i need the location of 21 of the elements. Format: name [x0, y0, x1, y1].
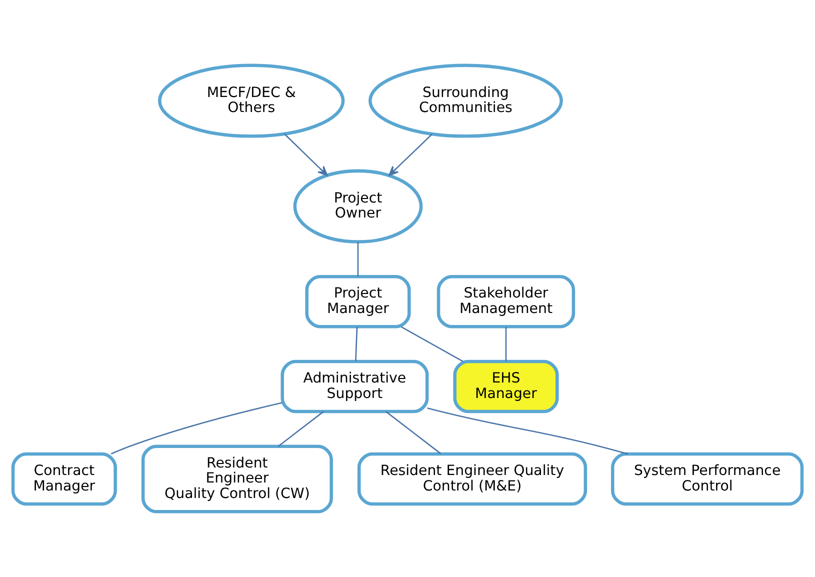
node-box: Resident Engineer Quality Control (M&E) [357, 452, 588, 506]
node-box: Resident Engineer Quality Control (CW) [141, 444, 333, 514]
node-box: System Performance Control [611, 452, 804, 506]
connector [400, 326, 464, 362]
node-ellipse: Project Owner [293, 169, 423, 244]
connector [357, 242, 359, 277]
node-ellipse: MECF/DEC & Others [158, 64, 345, 138]
connector [110, 402, 282, 454]
node-box: Stakeholder Management [436, 274, 576, 328]
node-box: Administrative Support [280, 360, 429, 414]
node-box: Project Manager [305, 274, 411, 328]
arrow [284, 134, 328, 176]
arrow [388, 134, 433, 176]
node-box: EHS Manager [453, 360, 559, 414]
connector [505, 327, 507, 362]
connector [278, 411, 324, 447]
node-box: Contract Manager [11, 452, 117, 506]
connector [386, 411, 442, 454]
connector [355, 327, 358, 362]
connector [427, 408, 628, 455]
node-ellipse: Surrounding Communities [368, 64, 563, 138]
